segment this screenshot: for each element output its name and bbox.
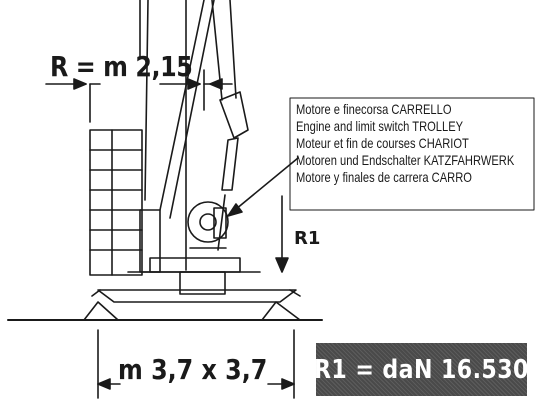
radius-dimension	[45, 69, 233, 123]
reaction-arrow	[275, 195, 289, 273]
radius-label: R = m 2,15	[50, 50, 193, 83]
base-dimension	[97, 329, 295, 399]
caption-line-de: Motoren und Endschalter KATZFAHRWERK	[296, 153, 515, 168]
load-value-box: R1 = daN 16.530	[314, 343, 529, 396]
trolley-caption: Motore e finecorsa CARRELLO Engine and l…	[296, 101, 534, 186]
caption-border	[289, 97, 535, 211]
base-size-label: m 3,7 x 3,7	[118, 353, 268, 386]
counterweight	[89, 129, 161, 276]
load-value: R1 = daN 16.530	[314, 354, 529, 385]
caption-line-it: Motore e finecorsa CARRELLO	[296, 102, 452, 117]
trolley-motor	[187, 201, 229, 249]
leader-arrow	[227, 157, 299, 217]
caption-line-en: Engine and limit switch TROLLEY	[296, 119, 464, 134]
caption-line-es: Motore y finales de carrera CARRO	[296, 170, 472, 185]
caption-line-fr: Moteur et fin de courses CHARIOT	[296, 136, 469, 151]
crane-base	[83, 257, 301, 321]
reaction-label: R1	[294, 228, 321, 249]
tower-mast	[139, 0, 215, 271]
